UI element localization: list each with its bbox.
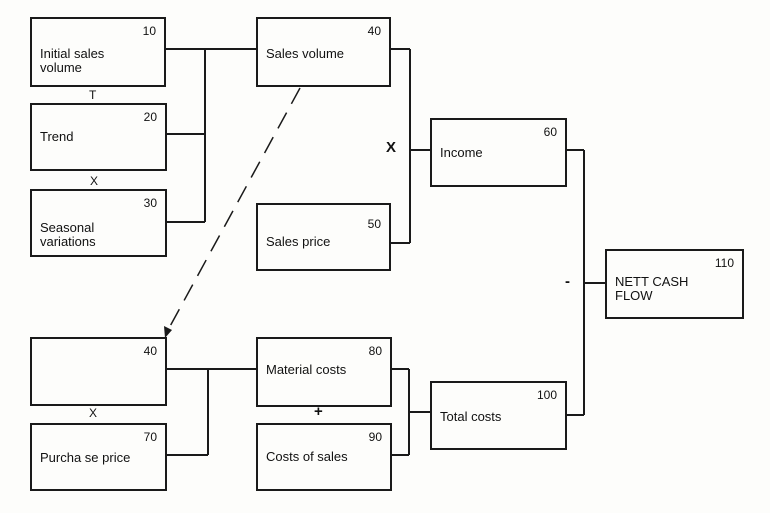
dashed-link	[167, 87, 301, 331]
box-number: 110	[714, 256, 734, 270]
box-label: Seasonal variations	[40, 220, 96, 249]
box-total-costs: 100 Total costs	[430, 381, 567, 450]
box-number: 20	[143, 110, 157, 124]
box-number: 100	[536, 388, 557, 402]
box-sales-volume: 40 Sales volume	[256, 17, 391, 87]
operator-purchase: X	[89, 406, 98, 420]
box-number: 80	[368, 344, 382, 358]
box-nett-cash-flow: 110 NETT CASH FLOW	[605, 249, 744, 319]
box-number: 50	[367, 217, 381, 231]
box-number: 60	[543, 125, 557, 139]
box-number: 10	[142, 24, 156, 38]
arrowhead	[164, 326, 172, 338]
box-label: Trend	[40, 129, 74, 144]
box-label: Costs of sales	[266, 449, 348, 464]
box-seasonal-variations: 30 Seasonal variations	[30, 189, 167, 257]
box-label: NETT CASH FLOW	[615, 274, 689, 303]
box-volume-copy: 40	[30, 337, 167, 406]
box-label: Income	[440, 145, 483, 160]
box-material-costs: 80 Material costs	[256, 337, 392, 407]
box-purchase-price: 70 Purcha se price	[30, 423, 167, 491]
box-number: 40	[143, 344, 157, 358]
box-label: Total costs	[440, 409, 502, 424]
box-label: Initial sales volume	[40, 46, 105, 75]
box-label: Purcha se price	[40, 450, 131, 465]
operator-seasonal: X	[90, 174, 99, 188]
operator-income: X	[386, 139, 397, 156]
box-label: Sales volume	[266, 46, 345, 61]
operator-costs: +	[314, 403, 323, 420]
box-sales-price: 50 Sales price	[256, 203, 391, 271]
operator-trend: T	[89, 88, 97, 102]
box-label: Material costs	[266, 362, 347, 377]
operator-cash-flow: -	[565, 273, 570, 290]
box-number: 70	[143, 430, 157, 444]
box-trend: 20 Trend	[30, 103, 167, 171]
box-number: 30	[143, 196, 157, 210]
box-number: 40	[367, 24, 381, 38]
box-income: 60 Income	[430, 118, 567, 187]
box-number: 90	[368, 430, 382, 444]
box-label: Sales price	[266, 234, 331, 249]
box-initial-sales-volume: 10 Initial sales volume	[30, 17, 166, 87]
box-costs-of-sales: 90 Costs of sales	[256, 423, 392, 491]
